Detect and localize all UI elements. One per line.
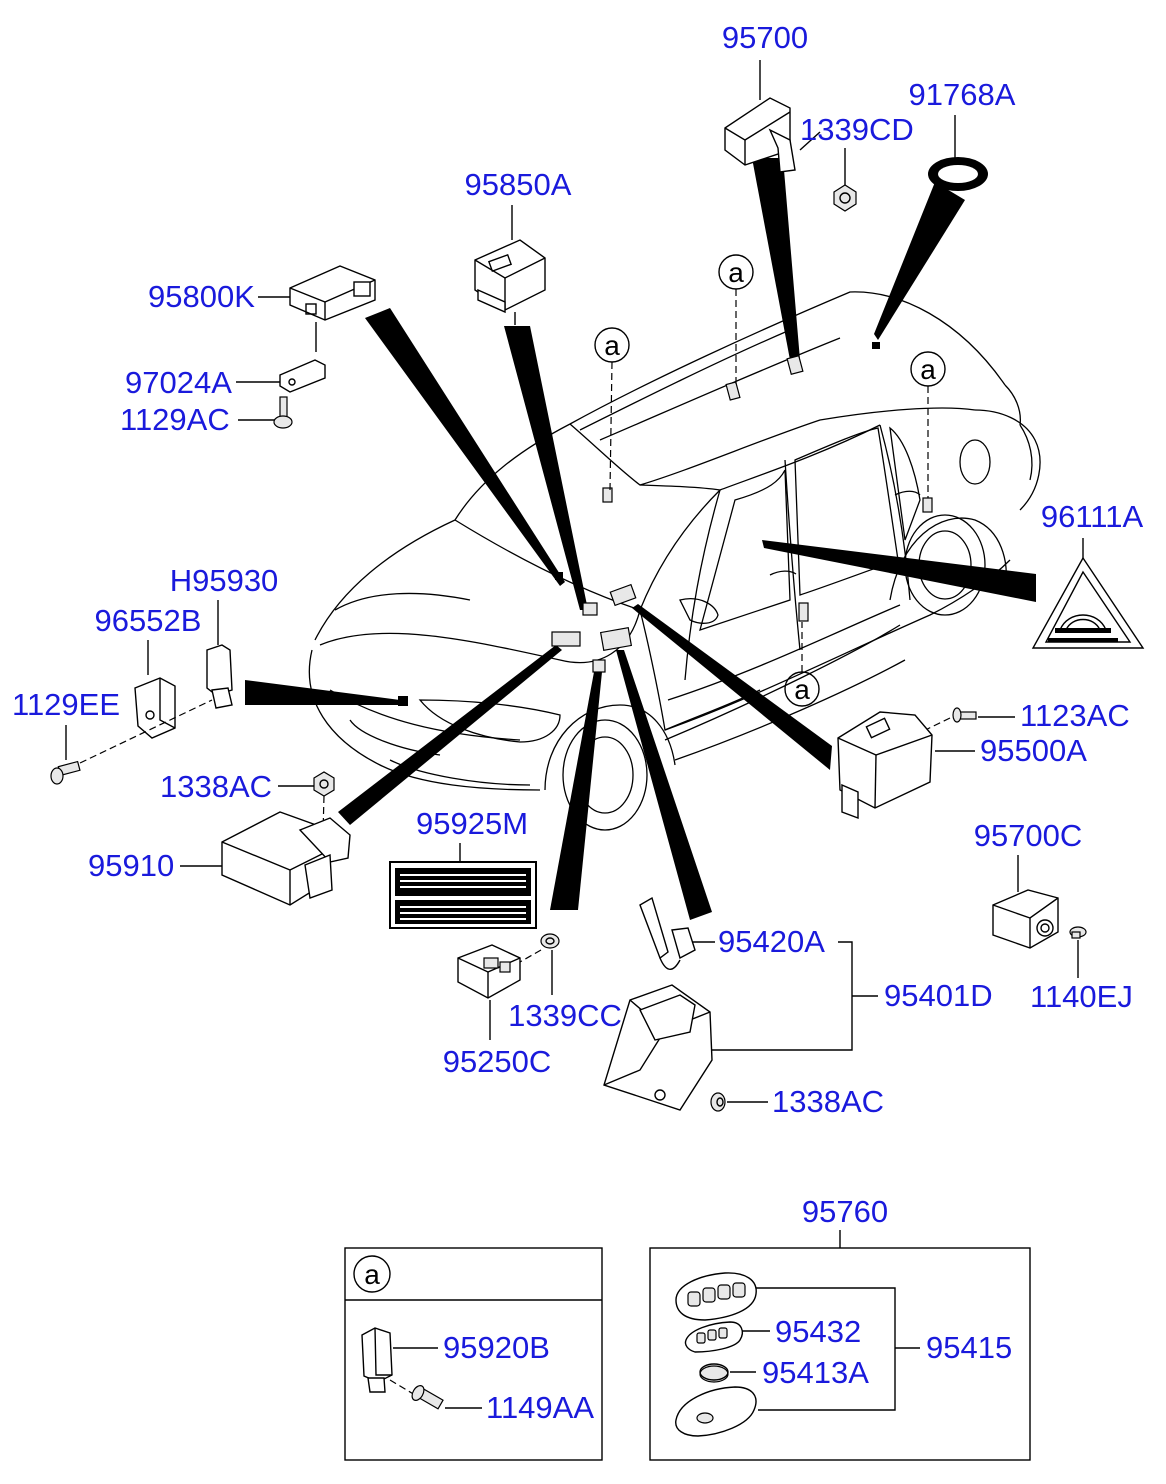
wedge-95910	[338, 645, 562, 825]
label-95401D: 95401D	[884, 978, 993, 1013]
module-95850A	[474, 205, 546, 325]
label-1339CD: 1339CD	[800, 112, 914, 147]
label-1140EJ: 1140EJ	[1030, 979, 1133, 1014]
pointer-wedges	[245, 158, 1036, 920]
screw-1129EE	[50, 699, 213, 785]
sensor-H95930	[206, 600, 233, 709]
label-1338AC-top: 1338AC	[160, 769, 272, 804]
label-96552B: 96552B	[95, 603, 202, 638]
module-95700	[724, 60, 821, 173]
label-sticker-95925M	[389, 843, 537, 929]
wedge-95500A	[632, 604, 832, 770]
label-95850A: 95850A	[465, 167, 572, 202]
wedge-95250C	[550, 672, 602, 910]
wedge-91768A	[874, 182, 965, 340]
label-95700C: 95700C	[974, 818, 1083, 853]
label-96111A: 96111A	[1041, 499, 1144, 534]
ref-a-markers: a a a a	[594, 254, 946, 707]
label-95432: 95432	[775, 1314, 861, 1349]
label-1129AC: 1129AC	[120, 402, 230, 437]
warning-decal-96111A	[1031, 538, 1145, 649]
label-95760: 95760	[802, 1194, 888, 1229]
label-97024A: 97024A	[125, 365, 232, 400]
antenna-95420A	[639, 896, 696, 970]
screw-1123AC	[914, 707, 977, 736]
wedge-H95930	[245, 680, 402, 705]
wedge-95401D	[616, 650, 712, 920]
ref-a-3: a	[920, 354, 936, 385]
grommet-91768A	[928, 115, 988, 191]
label-95800K: 95800K	[148, 279, 255, 314]
ref-a-4: a	[794, 674, 810, 705]
label-1123AC: 1123AC	[1020, 698, 1130, 733]
nut-1338AC-bottom	[710, 1092, 768, 1112]
wedge-95700	[752, 158, 800, 360]
label-95700: 95700	[722, 20, 808, 55]
bracket-97024A	[279, 322, 326, 393]
label-1129EE: 1129EE	[12, 687, 120, 722]
wedge-96111A	[762, 540, 1036, 602]
ref-a-2: a	[604, 330, 620, 361]
label-95250C: 95250C	[443, 1044, 552, 1079]
label-95910: 95910	[88, 848, 174, 883]
module-95401D	[603, 984, 713, 1111]
detail-box-95760	[649, 1247, 1031, 1461]
label-95415: 95415	[926, 1330, 1012, 1365]
label-1149AA: 1149AA	[486, 1390, 594, 1425]
screw-1129AC	[273, 396, 293, 429]
detail-box-a: a	[344, 1247, 603, 1461]
nut-1339CD	[833, 148, 857, 212]
label-91768A: 91768A	[909, 77, 1016, 112]
label-95500A: 95500A	[980, 733, 1087, 768]
bracket-96552B	[134, 640, 176, 739]
label-95420A: 95420A	[718, 924, 825, 959]
nut-1339CC	[519, 933, 560, 995]
label-1338AC-bottom: 1338AC	[772, 1084, 884, 1119]
module-95800K	[289, 265, 376, 321]
sensor-95700C	[992, 855, 1059, 949]
label-95413A: 95413A	[762, 1355, 869, 1390]
label-H95930: H95930	[170, 563, 279, 598]
screw-1140EJ	[1069, 926, 1087, 978]
label-95925M: 95925M	[416, 806, 528, 841]
label-95920B: 95920B	[443, 1330, 550, 1365]
wedge-95800K	[365, 308, 565, 586]
detail-ref-a: a	[364, 1259, 380, 1290]
module-95250C	[457, 944, 521, 1040]
label-1339CC: 1339CC	[508, 998, 622, 1033]
wedge-95850A	[504, 326, 588, 610]
module-95910	[221, 811, 351, 906]
ref-a-1: a	[728, 257, 744, 288]
module-95500A	[837, 711, 933, 820]
